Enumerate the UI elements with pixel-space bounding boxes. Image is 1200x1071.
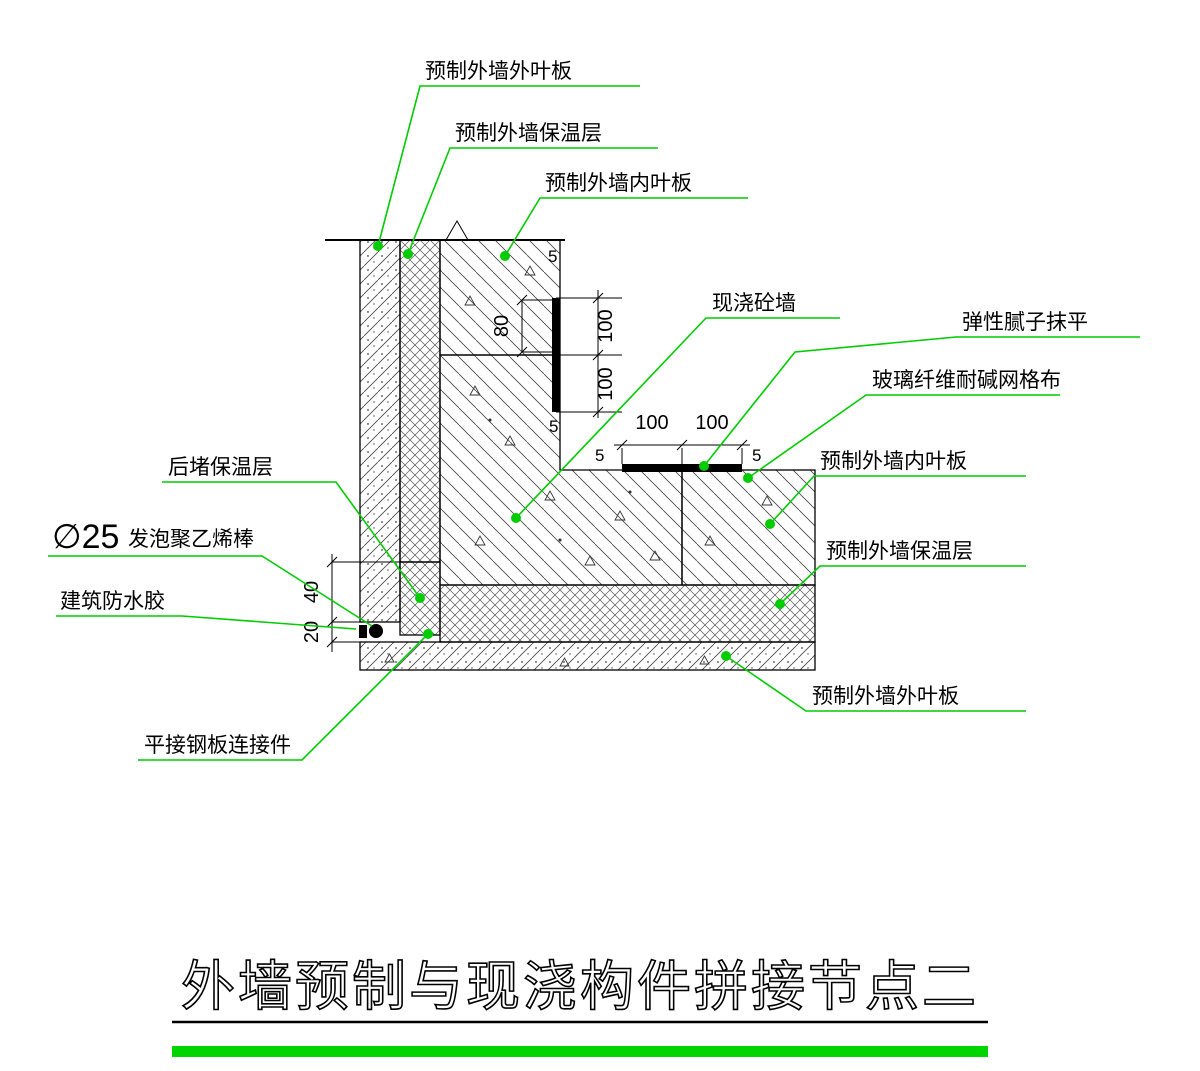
dim-5-right: 5 <box>752 446 761 465</box>
leader-back-insulation <box>162 481 421 599</box>
label-mesh: 玻璃纤维耐碱网格布 <box>872 369 1061 392</box>
dim-20: 20 <box>301 621 323 643</box>
label-plate-connector: 平接钢板连接件 <box>144 734 291 757</box>
leader-plate-connector <box>138 633 429 761</box>
dim-80: 80 <box>491 315 513 337</box>
title-accent-bar <box>172 1046 988 1057</box>
leader-lines <box>48 85 1140 761</box>
leader-cast-wall <box>515 317 840 519</box>
label-top-outer-leaf: 预制外墙外叶板 <box>425 60 572 83</box>
label-right-insulation: 预制外墙保温层 <box>826 540 973 563</box>
concrete-symbols <box>384 265 773 667</box>
label-putty: 弹性腻子抹平 <box>962 311 1088 334</box>
leader-sealant <box>56 615 357 630</box>
dimension-lines <box>326 290 750 652</box>
label-foam-rod: 发泡聚乙烯棒 <box>128 528 254 551</box>
label-sealant: 建筑防水胶 <box>60 590 165 613</box>
dimension-texts: 100 100 80 100 100 40 20 5 5 5 5 <box>301 247 761 643</box>
wall-sections <box>325 220 816 671</box>
leader-putty <box>703 336 1140 467</box>
dim-5-mid: 5 <box>549 417 558 436</box>
sealant-bead <box>359 625 367 638</box>
dim-100-horiz-right: 100 <box>695 412 728 434</box>
leader-right-inner <box>769 475 1026 525</box>
foam-rod <box>369 624 383 638</box>
label-cast-wall: 现浇砼墙 <box>712 292 796 315</box>
left-outer-leaf-panel <box>359 239 401 623</box>
bottom-inner-leaf-panel <box>681 469 816 586</box>
left-inner-leaf-panel <box>439 239 561 356</box>
label-top-insulation: 预制外墙保温层 <box>455 122 602 145</box>
left-insulation-layer <box>399 239 441 563</box>
label-back-insulation: 后堵保温层 <box>168 456 273 479</box>
dim-5-top: 5 <box>548 247 557 266</box>
label-rod-diameter: ∅25 <box>52 518 119 556</box>
bottom-insulation-layer <box>439 584 816 643</box>
dim-40: 40 <box>301 581 323 603</box>
leader-foam-rod <box>48 555 373 627</box>
bottom-outer-leaf-panel <box>359 641 816 671</box>
label-right-outer-leaf: 预制外墙外叶板 <box>812 685 959 708</box>
leader-dots <box>373 241 785 661</box>
labels: 预制外墙外叶板 预制外墙保温层 预制外墙内叶板 现浇砼墙 弹性腻子抹平 玻璃纤维… <box>52 60 1088 757</box>
label-top-inner-leaf: 预制外墙内叶板 <box>545 172 692 195</box>
dim-100-horiz-left: 100 <box>635 412 668 434</box>
leader-top-insulation <box>407 147 658 255</box>
vertical-steel-plate <box>552 298 560 412</box>
leader-right-outer <box>725 655 1026 712</box>
leader-right-insulation <box>779 565 1026 605</box>
dim-100-vert-top: 100 <box>595 309 617 342</box>
break-mark <box>445 220 469 241</box>
leader-mesh <box>747 394 1060 479</box>
dim-5-left: 5 <box>595 446 604 465</box>
leader-top-outer <box>377 85 640 247</box>
title-block: 外墙预制与现浇构件拼接节点二 <box>172 956 988 1057</box>
label-right-inner-leaf: 预制外墙内叶板 <box>820 450 967 473</box>
dim-100-vert-bottom: 100 <box>595 367 617 400</box>
leader-top-inner <box>504 197 748 257</box>
drawing-title: 外墙预制与现浇构件拼接节点二 <box>181 957 979 1017</box>
